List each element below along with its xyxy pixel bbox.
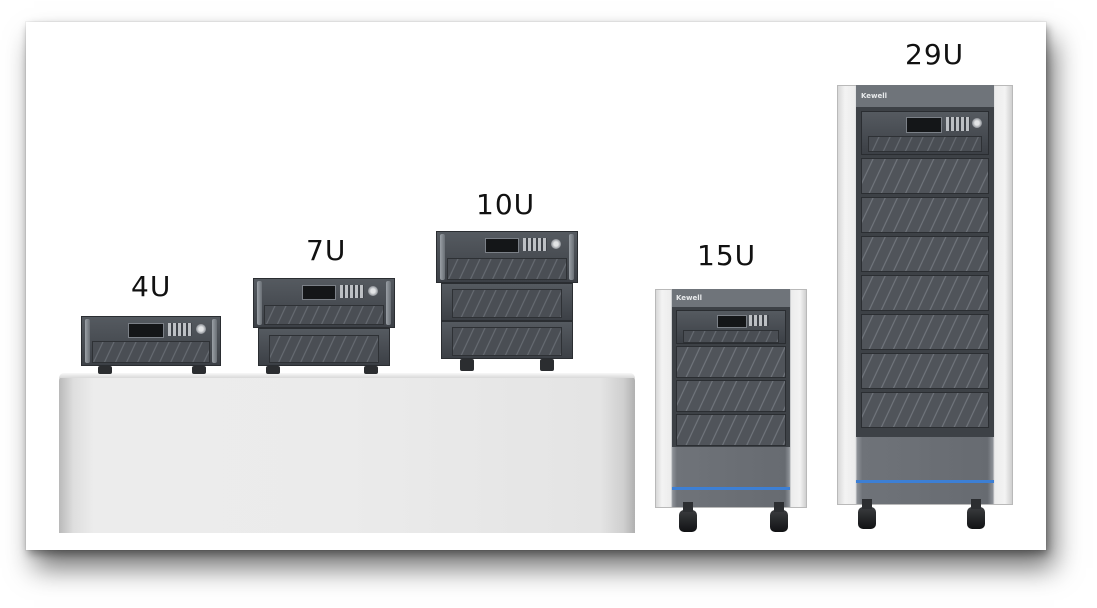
- label-10u: 10U: [476, 188, 536, 221]
- pedestal-top-edge: [59, 373, 635, 378]
- label-29u: 29U: [905, 38, 965, 71]
- brand-29u: Kewell: [861, 92, 888, 100]
- display-pedestal: [59, 373, 635, 533]
- label-15u: 15U: [697, 239, 757, 272]
- label-4u: 4U: [131, 270, 172, 303]
- brand-15u: Kewell: [676, 294, 703, 302]
- label-7u: 7U: [306, 234, 347, 267]
